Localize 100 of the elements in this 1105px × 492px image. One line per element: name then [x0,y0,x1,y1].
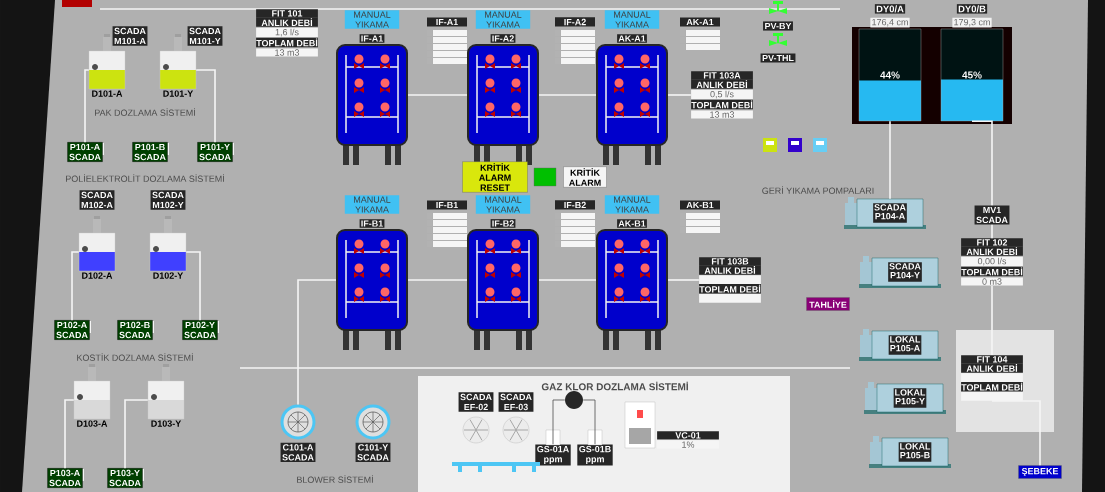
flow-meter-display: FIT 103A ANLIK DEBİ 0,5 l/s TOPLAM DEBİ 13 m3 [691,71,753,119]
gas-tank [565,391,583,409]
node-label: IF-A1 [361,35,383,42]
node-label: D101-Y [163,90,194,97]
pipe [84,69,90,143]
node-label: MANUAL YIKAMA [485,11,522,28]
blower: C101-Y SCADA [355,404,391,462]
node-label: ANLIK DEBİ [261,18,313,26]
dosing-pump: P103-A SCADA [47,468,84,488]
pipe [552,399,566,445]
pump-motor: LOKAL P105-B [869,436,951,468]
dosing-pump: P101-B SCADA [132,142,169,162]
node-label: MANUAL YIKAMA [614,196,651,213]
tag-label: SCADA EF-02 [458,392,494,412]
section-title: BLOWER SİSTEMİ [297,475,373,483]
pipe [667,279,700,281]
pump-motor: LOKAL P105-A [859,329,941,361]
valve: PV-BY [763,1,793,31]
level-gauge: 44% DY0/A 176,4 cm [858,4,922,122]
status-panel: IF-A1 [427,17,467,64]
filter-tank: MANUAL YIKAMA IF-B1 [336,195,408,350]
tag-label: SCADA M101-Y [187,26,223,46]
pipe [889,120,891,200]
pump-motor: LOKAL P105-Y [864,382,946,414]
pipe [538,94,597,96]
tag-label: GS-01B ppm [577,444,613,466]
dosing-pump: P102-B SCADA [117,320,154,340]
dosing-pump: P102-Y SCADA [182,320,219,340]
node-label: DY0/B [958,5,986,13]
flow-meter-display: VC-01 1% [657,431,719,449]
pipe [71,251,80,321]
node-label: ANLIK DEBİ [966,364,1018,372]
valve: PV-THL [760,33,796,63]
dosing-tank: D102-A [78,216,116,279]
node-label: ANLIK DEBİ [696,80,748,88]
node-label: ANLIK DEBİ [966,247,1018,255]
flow-meter-display: FIT 101 ANLIK DEBİ 1,6 l/s TOPLAM DEBİ 13 m3 [256,9,318,57]
filter-tank: MANUAL YIKAMA AK-A1 [596,10,668,165]
node-label: DY0/A [876,5,904,13]
pipe [991,224,993,239]
node-label: FIT 103B [711,258,749,265]
pipe [538,279,597,281]
node-label: 13 m3 [710,111,735,118]
flow-meter-display: FIT 104 ANLIK DEBİ TOPLAM DEBİ [961,355,1023,401]
node-label: SCADA [357,454,389,461]
status-panel: IF-A2 [555,17,595,64]
node-label: 176,4 cm [872,18,908,27]
status-indicator [533,167,557,187]
pipe [407,94,468,96]
node-label: IF-A2 [492,35,514,42]
pipe [64,399,75,469]
pipe [297,279,337,406]
tag-label: SCADA EF-03 [498,392,534,412]
status-panel: IF-B2 [555,200,595,247]
tag-label: GS-01A ppm [535,444,571,466]
flow-meter-display: FIT 102 ANLIK DEBİ 0,00 l/s TOPLAM DEBİ 0 m3 [961,238,1023,286]
section-title: GERİ YIKAMA POMPALARI [762,186,874,194]
pipe [185,251,201,321]
section-title: KOSTİK DOZLAMA SİSTEMİ [77,353,193,361]
node-label: 13 m3 [275,49,300,56]
pipe [991,400,1041,467]
node-label: C101-A [282,444,314,451]
node-label: IF-B1 [361,220,383,227]
node-label: 0 m3 [982,278,1002,285]
node-label: MANUAL YIKAMA [354,196,391,213]
node-label: AK-B1 [618,220,646,227]
node-label: D102-Y [153,272,184,279]
node-label: 1,6 l/s [275,28,299,37]
dosing-tank: D102-Y [149,216,187,279]
pipe [971,120,993,206]
dosing-pump: P101-A SCADA [67,142,104,162]
pipe [582,399,596,445]
node-label: 0,00 l/s [977,257,1007,266]
pipe [667,94,692,96]
status-panel: AK-A1 [680,17,720,50]
filter-tank: MANUAL YIKAMA IF-B2 [467,195,539,350]
node-label: ANLIK DEBİ [704,266,756,274]
section-title: PAK DOZLAMA SİSTEMİ [95,108,195,116]
pipe [991,285,993,356]
filter-tank: MANUAL YIKAMA IF-A1 [336,10,408,165]
pump-motor: SCADA P104-Y [859,256,941,288]
node-label: IF-B2 [492,220,514,227]
tag-label: MV1 SCADA [974,205,1010,225]
node-label: D101-A [92,90,123,97]
node-label: MANUAL YIKAMA [485,196,522,213]
dosing-pump: P101-Y SCADA [197,142,234,162]
status-tag: KRİTİK ALARM [563,166,607,188]
section-title: POLİELEKTROLİT DOZLAMA SİSTEMİ [66,174,224,182]
node-label: MANUAL YIKAMA [614,11,651,28]
status-panel: IF-B1 [427,200,467,247]
dosing-pump: P102-A SCADA [54,320,91,340]
status-tag: KRİTİK ALARM RESET [462,161,528,193]
node-label: D102-A [82,272,113,279]
section-title: GAZ KLOR DOZLAMA SİSTEMİ [541,381,688,391]
dosing-pump: P103-Y SCADA [107,468,144,488]
node-label: D103-A [77,420,108,427]
node-label: 179,3 cm [954,18,990,27]
node-label: 1% [682,441,695,448]
tag-label: SCADA M102-A [79,190,115,210]
pipe [195,69,216,143]
